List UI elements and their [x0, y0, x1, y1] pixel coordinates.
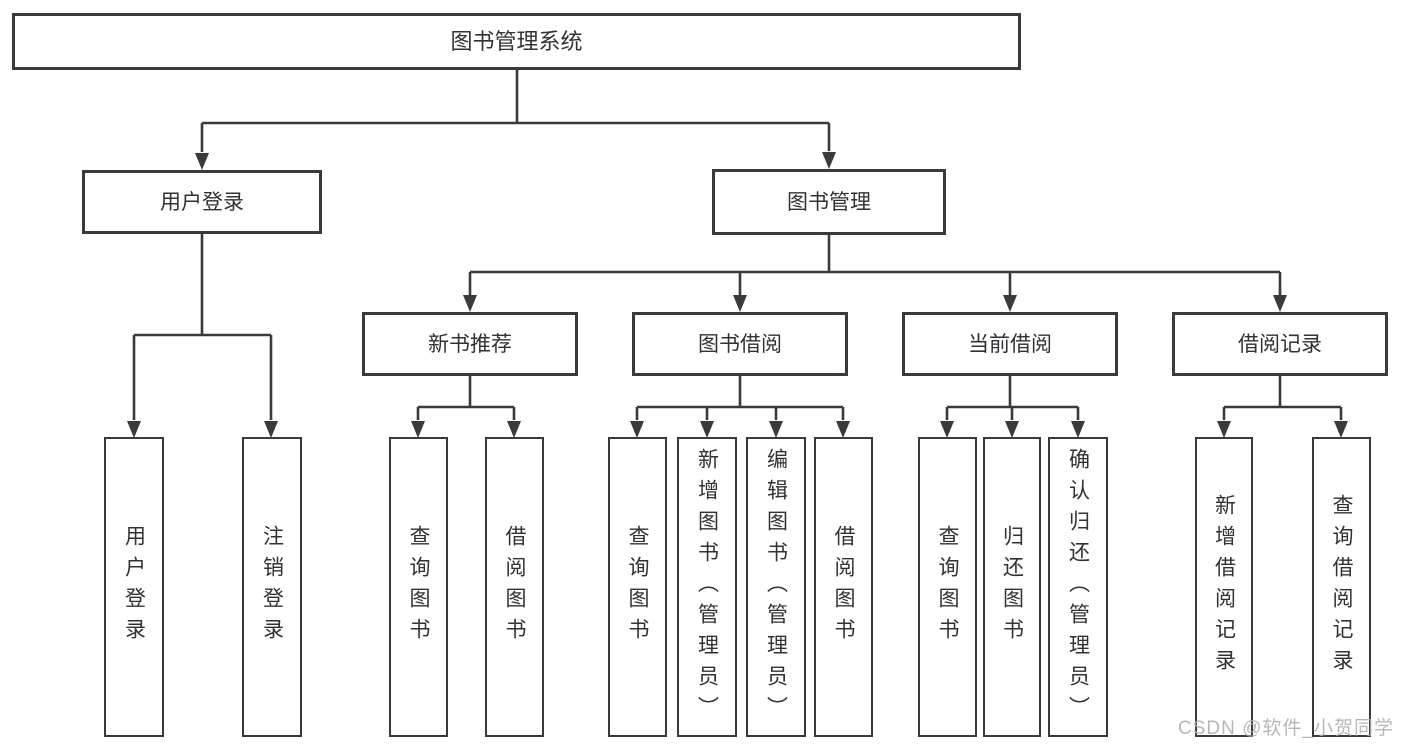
leaf-edit-book-admin: 编辑图书（管理员） [746, 437, 806, 737]
leaf-borrow-books-borrowing-label: 借阅图书 [832, 525, 855, 649]
csdn-watermark: CSDN @软件_小贺同学 [1178, 718, 1394, 739]
connector-root-to-level2 [200, 70, 831, 152]
node-root-system-label: 图书管理系统 [450, 28, 583, 54]
node-root-system: 图书管理系统 [12, 13, 1021, 70]
leaf-search-borrow-record: 查询借阅记录 [1312, 437, 1371, 737]
node-new-book-recommendation-label: 新书推荐 [428, 332, 512, 356]
connector-current-borrowing-to-children [945, 376, 1080, 420]
connector-new-book-to-children [416, 376, 516, 420]
leaf-logout-label: 注销登录 [260, 525, 284, 649]
leaf-edit-book-admin-label: 编辑图书（管理员） [764, 447, 788, 727]
node-book-borrowing: 图书借阅 [632, 312, 848, 376]
connector-book-borrowing-to-children [635, 376, 845, 420]
leaf-borrow-books-recommend: 借阅图书 [485, 437, 544, 737]
leaf-add-borrow-record: 新增借阅记录 [1195, 437, 1253, 737]
leaf-search-borrow-record-label: 查询借阅记录 [1330, 494, 1353, 680]
node-book-borrowing-label: 图书借阅 [698, 332, 782, 356]
arrowheads [127, 152, 1348, 438]
leaf-user-login: 用户登录 [104, 437, 164, 737]
node-borrowing-records: 借阅记录 [1172, 312, 1388, 376]
node-user-login-label: 用户登录 [160, 190, 244, 214]
leaf-search-books-current: 查询图书 [918, 437, 977, 737]
leaf-user-login-label: 用户登录 [122, 525, 146, 649]
node-book-management: 图书管理 [712, 169, 946, 235]
node-borrowing-records-label: 借阅记录 [1238, 332, 1322, 356]
connector-user-login-to-children [132, 233, 273, 420]
leaf-add-book-admin-label: 新增图书（管理员） [695, 447, 719, 727]
node-user-login: 用户登录 [82, 170, 322, 234]
leaf-borrow-books-borrowing: 借阅图书 [814, 437, 873, 737]
leaf-confirm-return-admin: 确认归还（管理员） [1048, 437, 1108, 737]
leaf-return-books: 归还图书 [983, 437, 1041, 737]
leaf-logout: 注销登录 [242, 437, 302, 737]
leaf-add-borrow-record-label: 新增借阅记录 [1212, 494, 1236, 680]
leaf-search-books-recommend: 查询图书 [389, 437, 448, 737]
node-book-management-label: 图书管理 [787, 190, 871, 214]
node-new-book-recommendation: 新书推荐 [362, 312, 578, 376]
connector-book-management-to-modules [468, 234, 1282, 295]
leaf-search-books-current-label: 查询图书 [936, 525, 959, 649]
node-current-borrowing-label: 当前借阅 [968, 332, 1052, 356]
node-current-borrowing: 当前借阅 [902, 312, 1118, 376]
leaf-search-books-recommend-label: 查询图书 [407, 525, 430, 649]
leaf-confirm-return-admin-label: 确认归还（管理员） [1066, 447, 1090, 727]
leaf-search-books-borrowing-label: 查询图书 [626, 525, 649, 649]
leaf-add-book-admin: 新增图书（管理员） [677, 437, 737, 737]
leaf-search-books-borrowing: 查询图书 [608, 437, 667, 737]
leaf-return-books-label: 归还图书 [1000, 525, 1024, 649]
connector-borrowing-records-to-children [1222, 376, 1343, 420]
leaf-borrow-books-recommend-label: 借阅图书 [503, 525, 526, 649]
